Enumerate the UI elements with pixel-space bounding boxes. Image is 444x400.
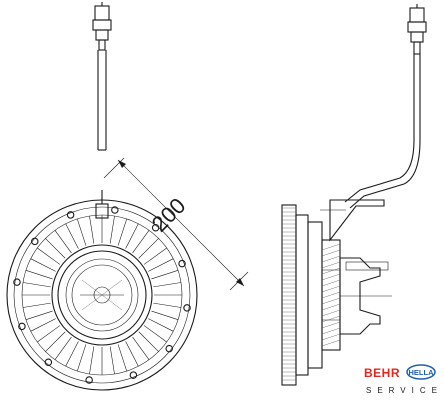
cooling-fins — [22, 215, 182, 375]
mounting-bolts — [13, 206, 191, 384]
side-sensor-connector — [344, 4, 427, 209]
hella-logo-icon: HELLA — [406, 364, 436, 380]
front-sensor-connector — [92, 2, 112, 151]
side-view — [281, 4, 427, 386]
behr-logo-text: BEHR — [364, 366, 401, 380]
side-fins — [282, 207, 296, 381]
fan-clutch-front — [6, 190, 198, 391]
service-label: SERVICE — [366, 386, 443, 395]
hella-logo-text: HELLA — [409, 368, 435, 377]
dimension-200: 200 — [103, 157, 249, 291]
section-hatch — [321, 243, 341, 347]
front-view: 200 — [6, 2, 249, 391]
brand-logo: BEHR HELLA SERVICE — [362, 364, 442, 398]
cable-bracket — [320, 199, 385, 242]
fan-clutch-side — [281, 204, 392, 386]
